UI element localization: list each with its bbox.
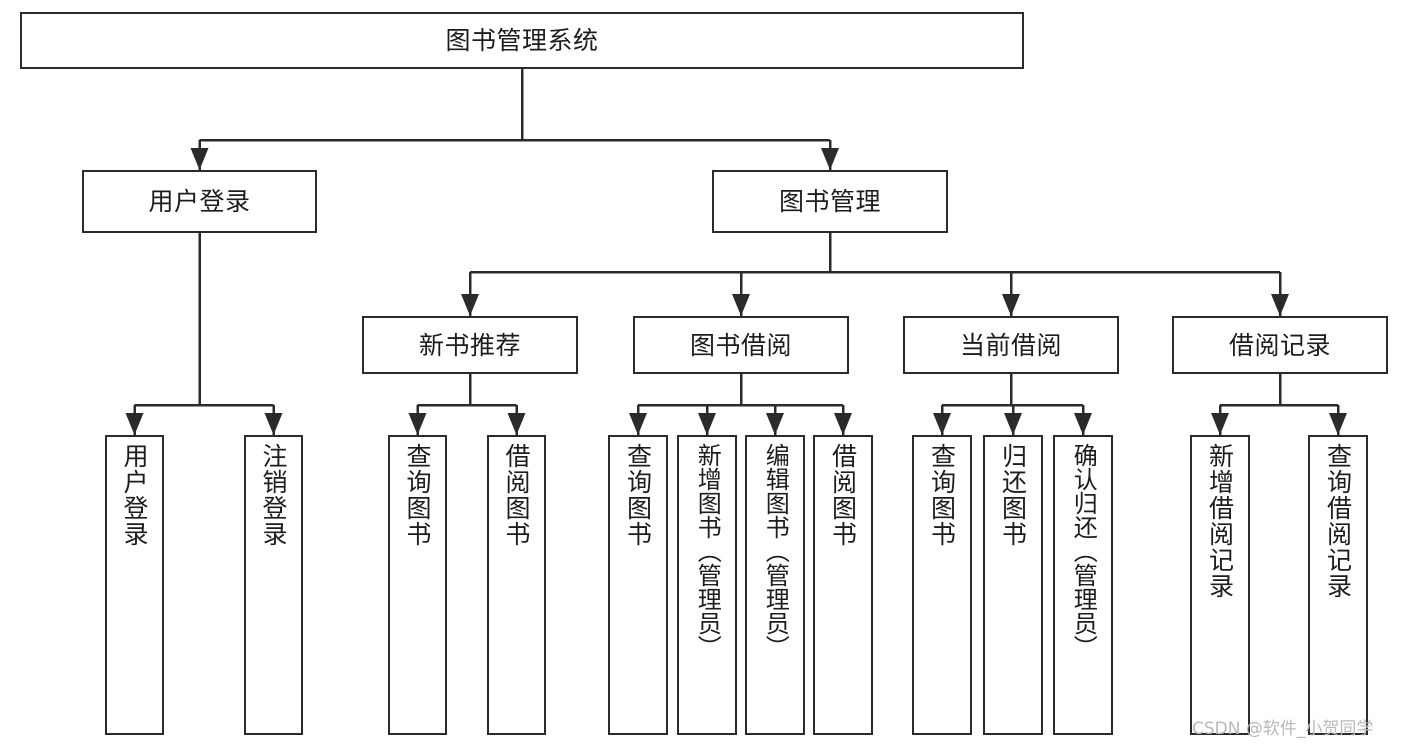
watermark: CSDN @软件_小贺同学 [1192,719,1374,739]
node-label: 新增借阅记录 [1205,443,1235,599]
node-leaf-current-return-book[interactable]: 归还图书 [983,435,1043,735]
arrowhead-icon-leaf_user_logout [264,413,283,435]
arrowhead-icon-l2_user_login [190,148,209,170]
arrowhead-icon-leaf_cur_return_book [1004,413,1022,435]
arrowhead-icon-l3_borrow_record [1271,294,1289,316]
node-leaf-borrow-borrow-book[interactable]: 借阅图书 [813,435,873,735]
node-leaf-query-borrow-record[interactable]: 查询借阅记录 [1308,435,1368,735]
node-leaf-current-confirm-return-admin[interactable]: 确认归还（管理员） [1053,435,1113,735]
node-label: 借阅图书 [828,443,858,547]
node-book-management[interactable]: 图书管理 [712,170,948,233]
node-leaf-add-borrow-record[interactable]: 新增借阅记录 [1190,435,1250,735]
arrowhead-icon-l3_book_borrow [732,294,750,316]
node-leaf-rec-borrow-book[interactable]: 借阅图书 [487,435,546,735]
node-leaf-borrow-edit-book-admin[interactable]: 编辑图书（管理员） [745,435,805,735]
arrowhead-icon-leaf_rec_query_record [1329,413,1347,435]
node-user-login[interactable]: 用户登录 [82,170,317,233]
node-label: 查询图书 [403,443,432,547]
node-label: 归还图书 [998,443,1028,547]
node-current-borrowing[interactable]: 当前借阅 [903,316,1119,374]
node-label: 查询图书 [623,443,653,547]
arrowhead-icon-l2_book_manage [821,148,839,170]
node-book-borrowing[interactable]: 图书借阅 [633,316,849,374]
node-label: 新增图书（管理员） [693,443,722,659]
node-leaf-borrow-add-book-admin[interactable]: 新增图书（管理员） [677,435,737,735]
arrowhead-icon-leaf_rec_borrow_book [507,413,526,435]
node-label: 用户登录 [148,187,251,216]
arrowhead-icon-leaf_borrow_query_book [629,413,647,435]
node-label: 查询借阅记录 [1323,443,1353,599]
node-new-book-recommendation[interactable]: 新书推荐 [362,316,578,374]
node-label: 当前借阅 [959,330,1062,360]
node-label: 注销登录 [259,443,288,547]
node-label: 借阅记录 [1228,330,1331,360]
node-borrowing-records[interactable]: 借阅记录 [1172,316,1388,374]
node-label: 用户登录 [120,443,149,547]
node-leaf-current-query-book[interactable]: 查询图书 [912,435,972,735]
node-label: 图书借阅 [689,330,792,360]
node-root-book-management-system[interactable]: 图书管理系统 [20,12,1024,69]
arrowhead-icon-leaf_borrow_add_book [698,413,716,435]
node-label: 查询图书 [927,443,957,547]
node-label: 新书推荐 [418,330,521,360]
arrowhead-icon-l3_current_borrow [1002,294,1020,316]
node-label: 借阅图书 [502,443,531,547]
node-label: 编辑图书（管理员） [761,443,790,659]
arrowhead-icon-leaf_borrow_borrow_book [834,413,852,435]
arrowhead-icon-leaf_rec_add_record [1211,413,1229,435]
node-label: 图书管理系统 [445,26,599,55]
node-leaf-borrow-query-book[interactable]: 查询图书 [608,435,668,735]
arrowhead-icon-leaf_user_login [125,413,144,435]
arrowhead-icon-leaf_borrow_edit_book [766,413,784,435]
node-label: 确认归还（管理员） [1069,443,1098,659]
arrowhead-icon-leaf_cur_query_book [933,413,951,435]
node-leaf-rec-query-book[interactable]: 查询图书 [388,435,447,735]
arrowhead-icon-leaf_cur_confirm_return [1074,413,1092,435]
arrowhead-icon-l3_new_book_rec [461,294,479,316]
arrowhead-icon-leaf_rec_query_book [408,413,427,435]
node-label: 图书管理 [778,187,881,216]
node-leaf-user-login[interactable]: 用户登录 [105,435,164,735]
node-leaf-user-logout[interactable]: 注销登录 [244,435,303,735]
